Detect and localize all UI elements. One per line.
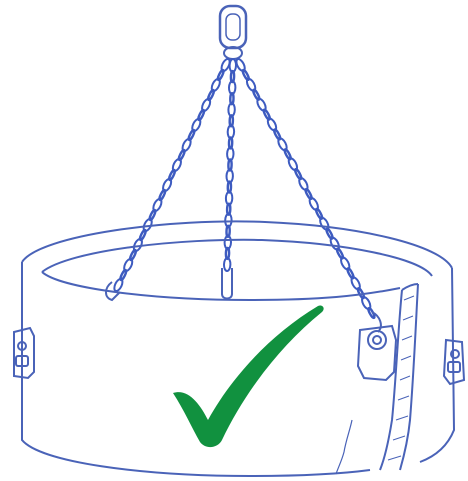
hook-center [222,268,232,299]
ring-top-inner-rim [42,240,432,276]
chain-leg-right [235,58,376,319]
lifting-anchor-left [14,328,34,378]
ring-slot-top [402,284,418,290]
chain-link [113,278,124,292]
ring-top-outer-rim [22,221,452,268]
concrete-ring [22,221,454,476]
lifting-anchor-front [358,326,396,380]
ring-slot-right-edge [400,284,418,470]
ring-crack [336,420,352,474]
ring-left-side [22,262,370,476]
checkmark-icon [173,305,324,447]
chain-leg-left [113,58,232,292]
master-link [220,6,246,59]
chain-legs [113,58,376,319]
